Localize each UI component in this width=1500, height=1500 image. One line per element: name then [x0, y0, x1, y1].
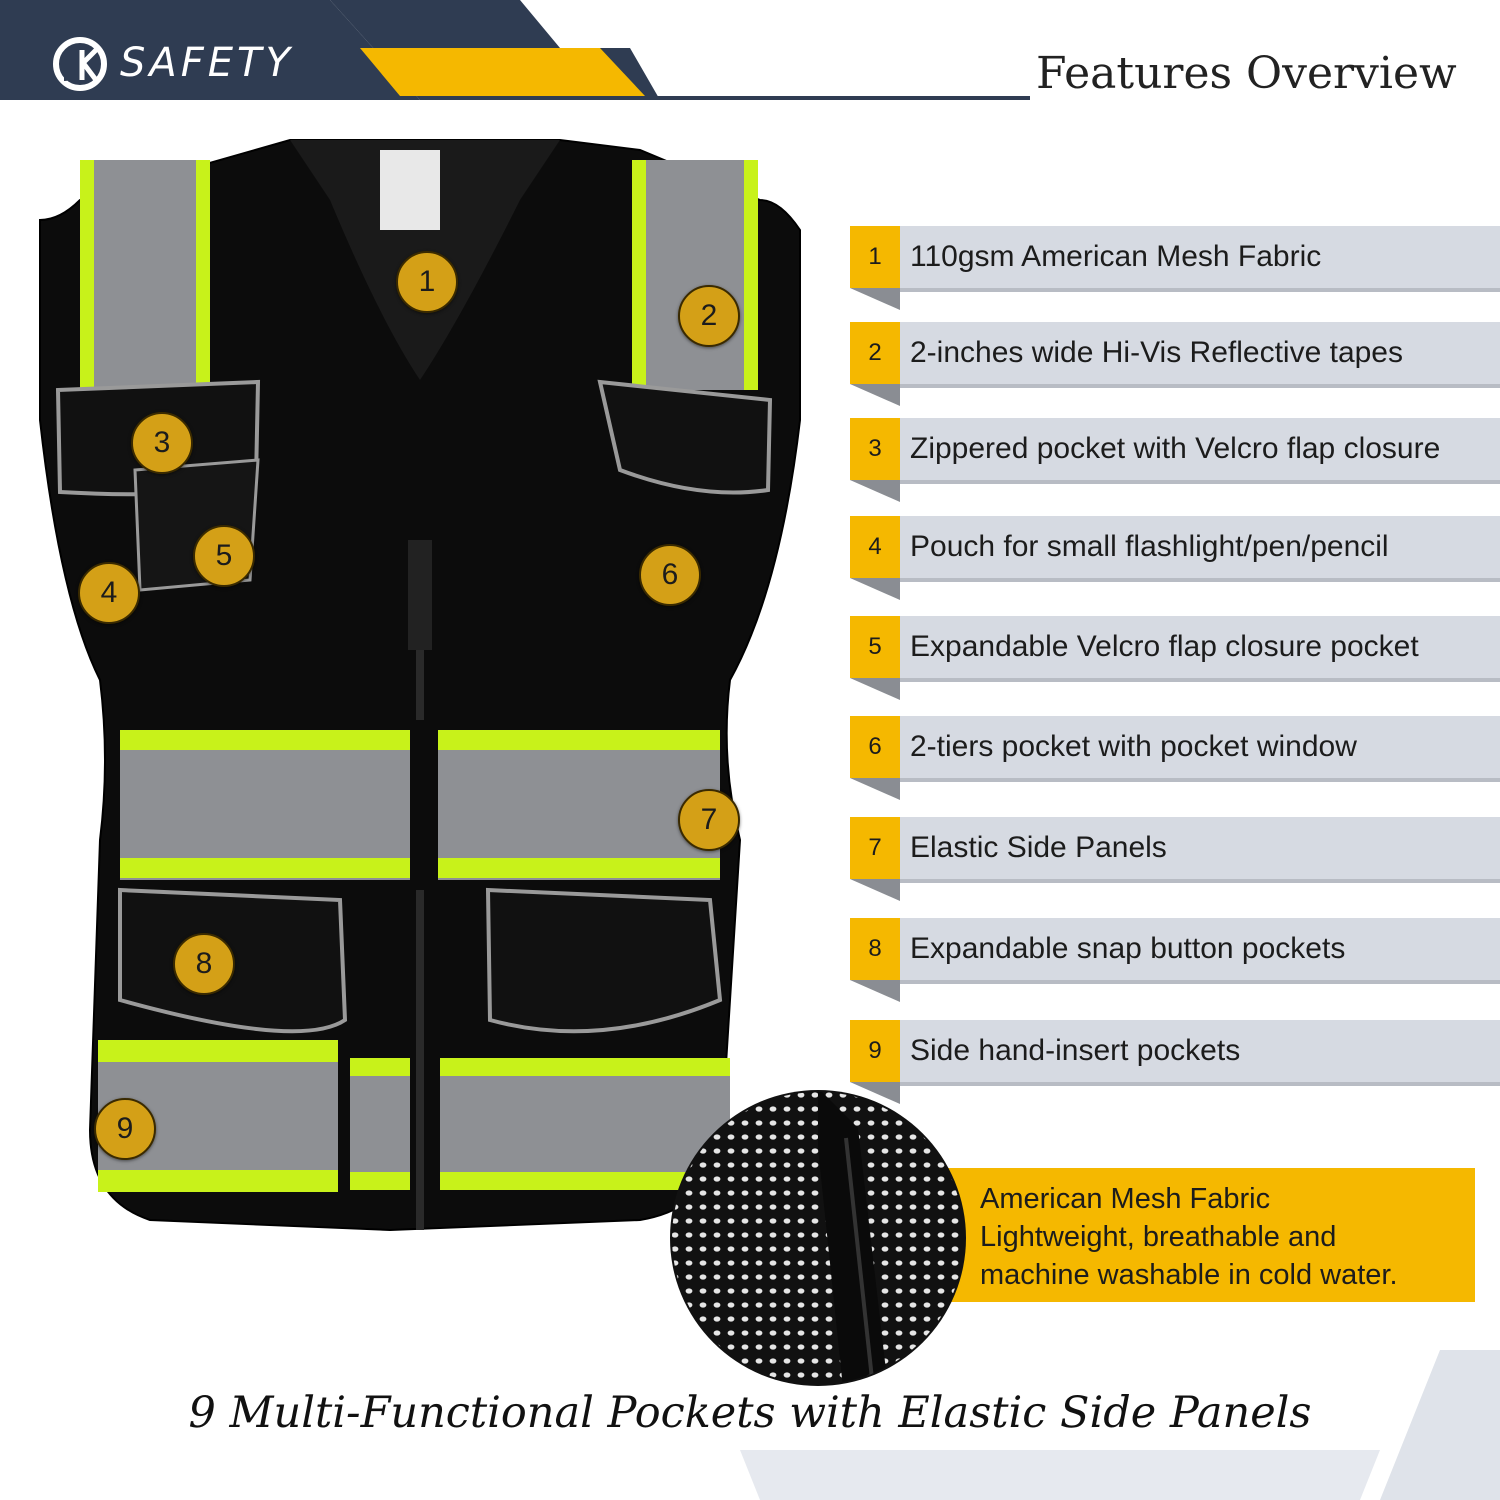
- feature-row-1: 1 110gsm American Mesh Fabric: [850, 226, 1500, 310]
- mesh-callout-text: American Mesh Fabric Lightweight, breath…: [980, 1180, 1460, 1294]
- marker-8: 8: [173, 933, 235, 995]
- marker-7: 7: [678, 789, 740, 851]
- feature-number: 2: [850, 322, 900, 384]
- marker-4: 4: [78, 562, 140, 624]
- feature-number: 4: [850, 516, 900, 578]
- marker-9: 9: [94, 1098, 156, 1160]
- feature-number: 8: [850, 918, 900, 980]
- mesh-callout-banner: [940, 1168, 1475, 1302]
- feature-label: Pouch for small flashlight/pen/pencil: [910, 530, 1389, 563]
- feature-row-3: 3 Zippered pocket with Velcro flap closu…: [850, 418, 1500, 502]
- feature-label: 2-tiers pocket with pocket window: [910, 730, 1357, 763]
- feature-row-9: 9 Side hand-insert pockets: [850, 1020, 1500, 1104]
- feature-label: Elastic Side Panels: [910, 831, 1167, 864]
- marker-2: 2: [678, 285, 740, 347]
- feature-number: 3: [850, 418, 900, 480]
- feature-label: Zippered pocket with Velcro flap closure: [910, 432, 1441, 465]
- header-banner: [0, 0, 1030, 100]
- page-title: Features Overview: [1036, 48, 1457, 99]
- feature-number: 5: [850, 616, 900, 678]
- brand-logo-text: SAFETY: [120, 40, 294, 86]
- callout-line-1: American Mesh Fabric: [980, 1183, 1271, 1215]
- feature-row-7: 7 Elastic Side Panels: [850, 817, 1500, 901]
- marker-5: 5: [193, 525, 255, 587]
- feature-row-2: 2 2-inches wide Hi-Vis Reflective tapes: [850, 322, 1500, 406]
- feature-number: 7: [850, 817, 900, 879]
- feature-label: Expandable snap button pockets: [910, 932, 1346, 965]
- marker-6: 6: [639, 544, 701, 606]
- bottom-title: 9 Multi-Functional Pockets with Elastic …: [188, 1388, 1312, 1438]
- vest-illustration: [39, 139, 801, 1232]
- callout-line-2: Lightweight, breathable and: [980, 1221, 1337, 1253]
- feature-label: Side hand-insert pockets: [910, 1034, 1241, 1067]
- callout-line-3: machine washable in cold water.: [980, 1259, 1398, 1291]
- bottom-decor: [740, 1350, 1500, 1500]
- mesh-fabric-closeup: [670, 1090, 966, 1386]
- feature-row-5: 5 Expandable Velcro flap closure pocket: [850, 616, 1500, 700]
- logo-icon: [53, 37, 107, 91]
- feature-row-8: 8 Expandable snap button pockets: [850, 918, 1500, 1002]
- marker-1: 1: [396, 251, 458, 313]
- feature-row-4: 4 Pouch for small flashlight/pen/pencil: [850, 516, 1500, 600]
- feature-label: Expandable Velcro flap closure pocket: [910, 630, 1419, 663]
- feature-label: 2-inches wide Hi-Vis Reflective tapes: [910, 336, 1403, 369]
- feature-number: 1: [850, 226, 900, 288]
- marker-3: 3: [131, 412, 193, 474]
- feature-row-6: 6 2-tiers pocket with pocket window: [850, 716, 1500, 800]
- feature-label: 110gsm American Mesh Fabric: [910, 240, 1322, 273]
- feature-number: 6: [850, 716, 900, 778]
- feature-number: 9: [850, 1020, 900, 1082]
